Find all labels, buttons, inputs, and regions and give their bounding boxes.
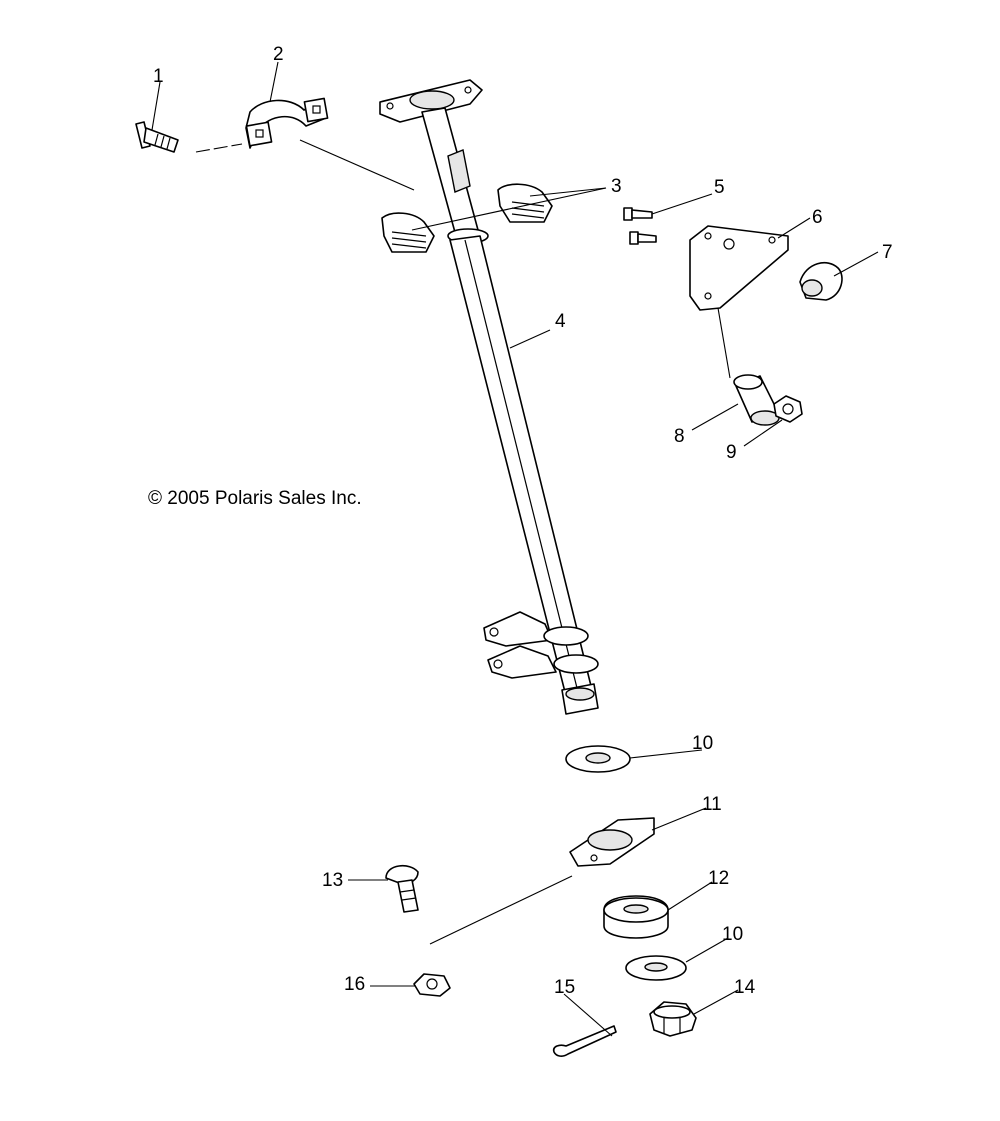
callout-12: 12 bbox=[708, 868, 729, 889]
callout-9: 9 bbox=[726, 442, 737, 463]
castle-nut bbox=[649, 1001, 697, 1037]
callout-2: 2 bbox=[273, 44, 284, 65]
callout-4: 4 bbox=[555, 311, 566, 332]
steering-post bbox=[379, 79, 599, 715]
bushing-half-left bbox=[381, 212, 435, 253]
callout-11: 11 bbox=[702, 794, 722, 815]
washer-upper bbox=[565, 745, 631, 773]
mounting-plate bbox=[689, 225, 789, 311]
callout-15: 15 bbox=[554, 977, 575, 998]
bushing-half-right bbox=[497, 183, 553, 223]
screw bbox=[623, 207, 657, 245]
cotter-pin bbox=[552, 1025, 617, 1057]
callout-6: 6 bbox=[812, 207, 823, 228]
nut bbox=[773, 395, 803, 423]
spacer bbox=[733, 374, 780, 426]
callout-10-lower: 10 bbox=[722, 924, 743, 945]
cap bbox=[799, 261, 843, 301]
flange-nut bbox=[413, 973, 451, 997]
callout-16: 16 bbox=[344, 974, 365, 995]
washer-lower bbox=[625, 955, 687, 981]
callout-5: 5 bbox=[714, 177, 725, 198]
callout-13: 13 bbox=[322, 870, 343, 891]
callout-8: 8 bbox=[674, 426, 685, 447]
callout-14: 14 bbox=[734, 977, 756, 998]
clamp bbox=[245, 97, 329, 149]
thrust-bushing bbox=[603, 895, 669, 939]
callout-1: 1 bbox=[153, 66, 164, 87]
callout-7: 7 bbox=[882, 242, 893, 263]
bolt bbox=[135, 121, 179, 153]
carriage-bolt bbox=[385, 865, 419, 913]
copyright-notice: © 2005 Polaris Sales Inc. bbox=[148, 488, 362, 509]
flange bbox=[569, 817, 655, 867]
callout-10-upper: 10 bbox=[692, 733, 713, 754]
callout-3: 3 bbox=[611, 176, 622, 197]
